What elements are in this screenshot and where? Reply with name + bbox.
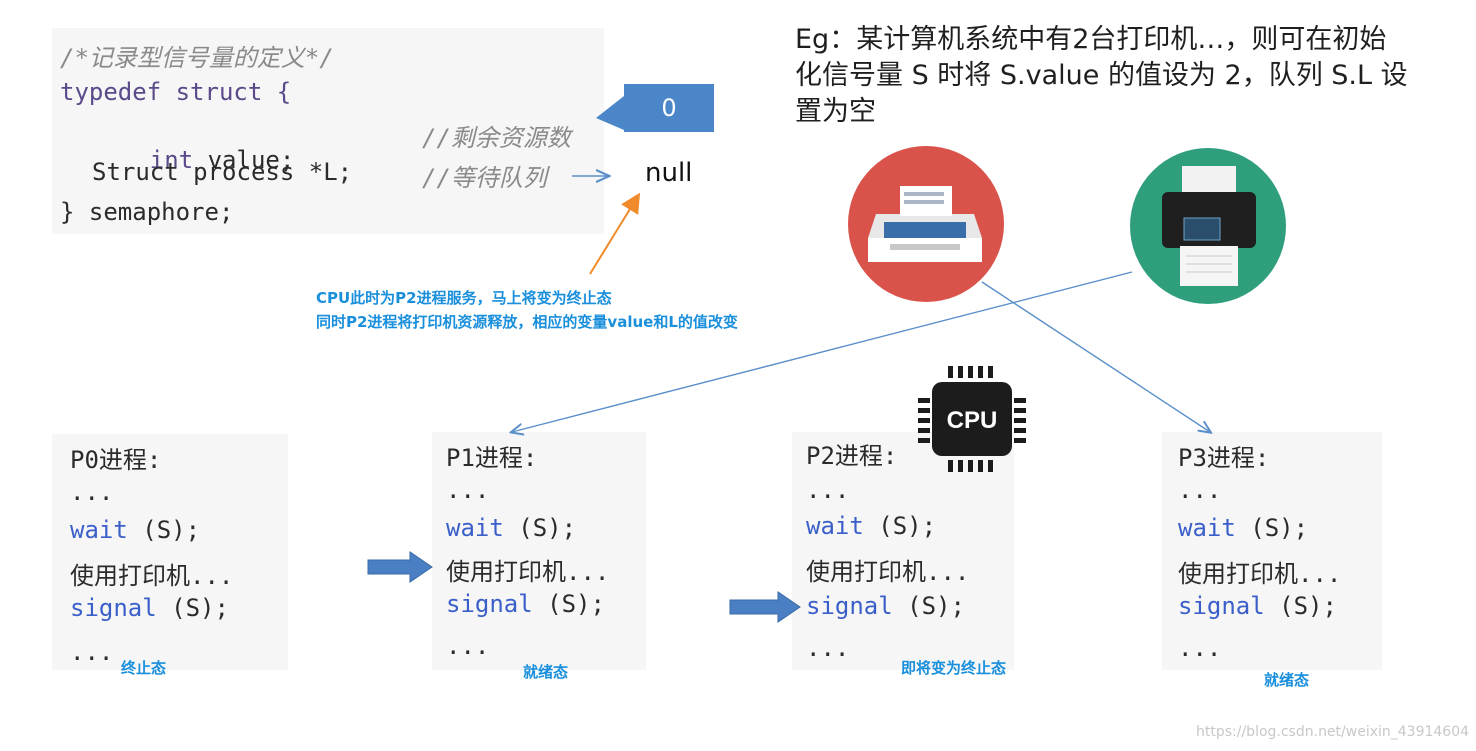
cpu-label: CPU <box>947 407 998 434</box>
process-dots: ... <box>446 476 490 504</box>
process-end-dots: ... <box>446 632 490 660</box>
process-dots: ... <box>70 478 114 506</box>
process-title: P3进程: <box>1178 444 1270 472</box>
signal-keyword: signal <box>806 592 893 620</box>
note-line-1: CPU此时为P2进程服务，马上将变为终止态 <box>316 289 612 307</box>
process-use-line: 使用打印机... <box>1178 560 1342 588</box>
process-box-p0: P0进程: ... wait (S); 使用打印机... signal (S);… <box>52 434 288 670</box>
process-use-line: 使用打印机... <box>446 558 610 586</box>
process-title: P1进程: <box>446 444 538 472</box>
process-end-dots: ... <box>806 634 850 662</box>
wait-args: (S); <box>863 512 937 540</box>
wait-keyword: wait <box>1178 514 1236 542</box>
process-wait-line: wait (S); <box>806 512 936 540</box>
signal-keyword: signal <box>1178 592 1265 620</box>
signal-args: (S); <box>1264 592 1337 620</box>
code-line-typedef: typedef struct { <box>60 78 292 106</box>
semaphore-code-block: /*记录型信号量的定义*/ typedef struct { int value… <box>52 28 604 234</box>
green-printer-to-p1-line <box>512 271 1133 432</box>
note-line-2: 同时P2进程将打印机资源释放，相应的变量value和L的值改变 <box>316 313 738 331</box>
process-box-p3: P3进程: ... wait (S); 使用打印机... signal (S);… <box>1162 432 1382 670</box>
example-text-line-1: Eg：某计算机系统中有2台打印机…，则可在初始 <box>795 24 1387 55</box>
wait-args: (S); <box>127 516 201 544</box>
process-state-p0: 终止态 <box>121 659 167 677</box>
block-arrow-p2 <box>729 591 801 623</box>
signal-args: (S); <box>532 590 605 618</box>
process-dots: ... <box>1178 476 1222 504</box>
wait-keyword: wait <box>70 516 128 544</box>
example-text-line-3: 置为空 <box>795 96 876 127</box>
wait-args: (S); <box>1235 514 1309 542</box>
process-signal-line: signal (S); <box>446 590 605 618</box>
code-line-queue: Struct process *L; <box>92 158 353 186</box>
process-use-line: 使用打印机... <box>70 562 234 590</box>
process-use-line: 使用打印机... <box>806 558 970 586</box>
note-to-null-arrow <box>589 192 641 275</box>
process-box-p1: P1进程: ... wait (S); 使用打印机... signal (S);… <box>432 432 646 670</box>
code-value-field: value; <box>193 146 295 174</box>
signal-args: (S); <box>156 594 229 622</box>
printer-red-icon <box>848 146 1004 302</box>
code-int-keyword: int <box>149 146 194 174</box>
process-dots: ... <box>806 476 850 504</box>
process-wait-line: wait (S); <box>446 514 576 542</box>
process-box-p2: P2进程: ... wait (S); 使用打印机... signal (S);… <box>792 432 1014 670</box>
process-state-p1: 就绪态 <box>523 663 569 681</box>
block-arrow-p1 <box>367 551 433 583</box>
watermark: https://blog.csdn.net/weixin_43914604 <box>1196 724 1470 740</box>
red-printer-to-p3-line <box>981 281 1210 432</box>
cpu-icon: CPU <box>918 366 1026 472</box>
process-state-p3: 就绪态 <box>1264 671 1310 689</box>
process-signal-line: signal (S); <box>70 594 229 622</box>
process-end-dots: ... <box>1178 634 1222 662</box>
callout-tail <box>596 96 624 130</box>
signal-args: (S); <box>892 592 965 620</box>
code-line-close: } semaphore; <box>60 198 234 226</box>
process-wait-line: wait (S); <box>70 516 200 544</box>
process-wait-line: wait (S); <box>1178 514 1308 542</box>
value-callout-box: 0 <box>624 84 714 132</box>
printer-green-icon <box>1130 148 1286 304</box>
process-signal-line: signal (S); <box>1178 592 1337 620</box>
code-line-value: int value; <box>92 118 295 202</box>
wait-keyword: wait <box>446 514 504 542</box>
process-title: P0进程: <box>70 446 162 474</box>
code-comment-title: /*记录型信号量的定义*/ <box>60 44 334 72</box>
example-text-line-2: 化信号量 S 时将 S.value 的值设为 2，队列 S.L 设 <box>795 60 1408 91</box>
code-comment-queue: //等待队列 <box>422 164 547 192</box>
signal-keyword: signal <box>70 594 157 622</box>
signal-keyword: signal <box>446 590 533 618</box>
process-end-dots: ... <box>70 638 114 666</box>
null-label: null <box>645 158 693 188</box>
process-title: P2进程: <box>806 442 898 470</box>
process-signal-line: signal (S); <box>806 592 965 620</box>
code-comment-value: //剩余资源数 <box>422 124 571 152</box>
wait-args: (S); <box>503 514 577 542</box>
process-state-p2: 即将变为终止态 <box>901 659 1007 677</box>
wait-keyword: wait <box>806 512 864 540</box>
